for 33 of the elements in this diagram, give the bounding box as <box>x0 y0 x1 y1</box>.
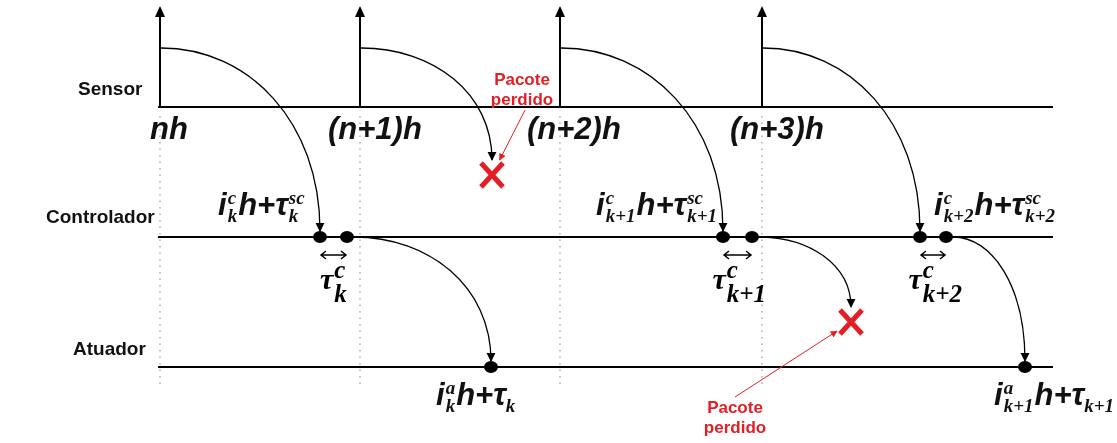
cross-mark <box>478 160 506 190</box>
arrow <box>758 236 855 308</box>
arrow <box>560 47 728 232</box>
row-label: Atuador <box>73 338 146 360</box>
arrow <box>360 47 496 161</box>
time-label: (n+3)h <box>730 110 824 148</box>
time-label: i$^{a}$$_{k}$h+τ$_{k}$ <box>436 376 516 418</box>
time-label: (n+1)h <box>328 110 422 148</box>
event-dot <box>745 231 759 243</box>
sample-pulse <box>154 6 166 107</box>
event-dot <box>313 231 327 243</box>
event-dot <box>939 231 953 243</box>
annotation-text: Pacote perdido <box>680 398 790 438</box>
event-dot <box>340 231 354 243</box>
event-dot <box>716 231 730 243</box>
event-dot <box>1018 361 1032 373</box>
time-label: i$^{a}$$_{k+1}$h+τ$_{k+1}$ <box>994 376 1114 418</box>
arrow <box>353 236 495 362</box>
leader-line <box>499 109 526 161</box>
arrow <box>160 47 325 232</box>
event-dot <box>484 361 498 373</box>
annotation-text: Pacote perdido <box>467 70 577 110</box>
sample-pulse <box>354 6 366 107</box>
event-dot <box>913 231 927 243</box>
arrow <box>762 47 925 232</box>
time-label: (n+2)h <box>527 110 621 148</box>
sample-pulse <box>756 6 768 107</box>
time-label: nh <box>150 110 188 148</box>
row-label: Controlador <box>46 206 155 228</box>
cross-mark <box>837 307 865 337</box>
sample-pulse <box>554 6 566 107</box>
leader-line <box>734 330 838 398</box>
row-label: Sensor <box>78 78 143 100</box>
